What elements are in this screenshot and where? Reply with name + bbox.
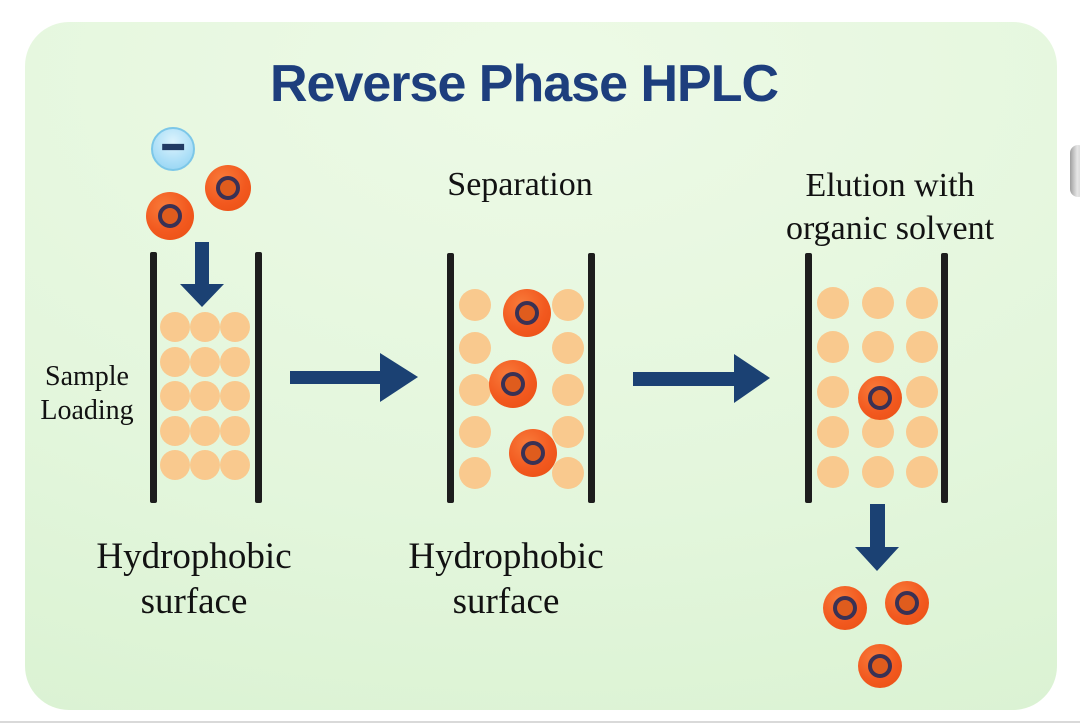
scrollbar-thumb[interactable]: [1070, 145, 1080, 197]
arrow-head-icon: [855, 547, 899, 571]
negative-ion: −: [151, 127, 195, 171]
arrow-shaft: [633, 372, 737, 386]
down-arrow-elution: [855, 504, 899, 571]
arrow-shaft: [195, 242, 209, 284]
bottom-divider: [0, 721, 1080, 723]
right-arrow-separation-to-elution: [633, 354, 770, 403]
down-arrow-sample-loading: [180, 242, 224, 307]
arrow-shaft: [290, 371, 383, 384]
label-separation: Separation: [447, 166, 593, 203]
label-hydrophobic-surface-left: Hydrophobic surface: [96, 536, 292, 622]
arrow-shaft: [870, 504, 885, 547]
label-sample-loading: Sample Loading: [40, 361, 134, 426]
arrow-head-icon: [180, 284, 224, 307]
arrow-head-icon: [380, 353, 418, 402]
label-hydrophobic-surface-middle: Hydrophobic surface: [408, 536, 604, 622]
arrow-head-icon: [734, 354, 770, 403]
right-arrow-loading-to-separation: [290, 353, 418, 402]
page-title: Reverse Phase HPLC: [269, 55, 779, 113]
label-elution-with-organic-solvent: Elution with organic solvent: [785, 167, 995, 247]
